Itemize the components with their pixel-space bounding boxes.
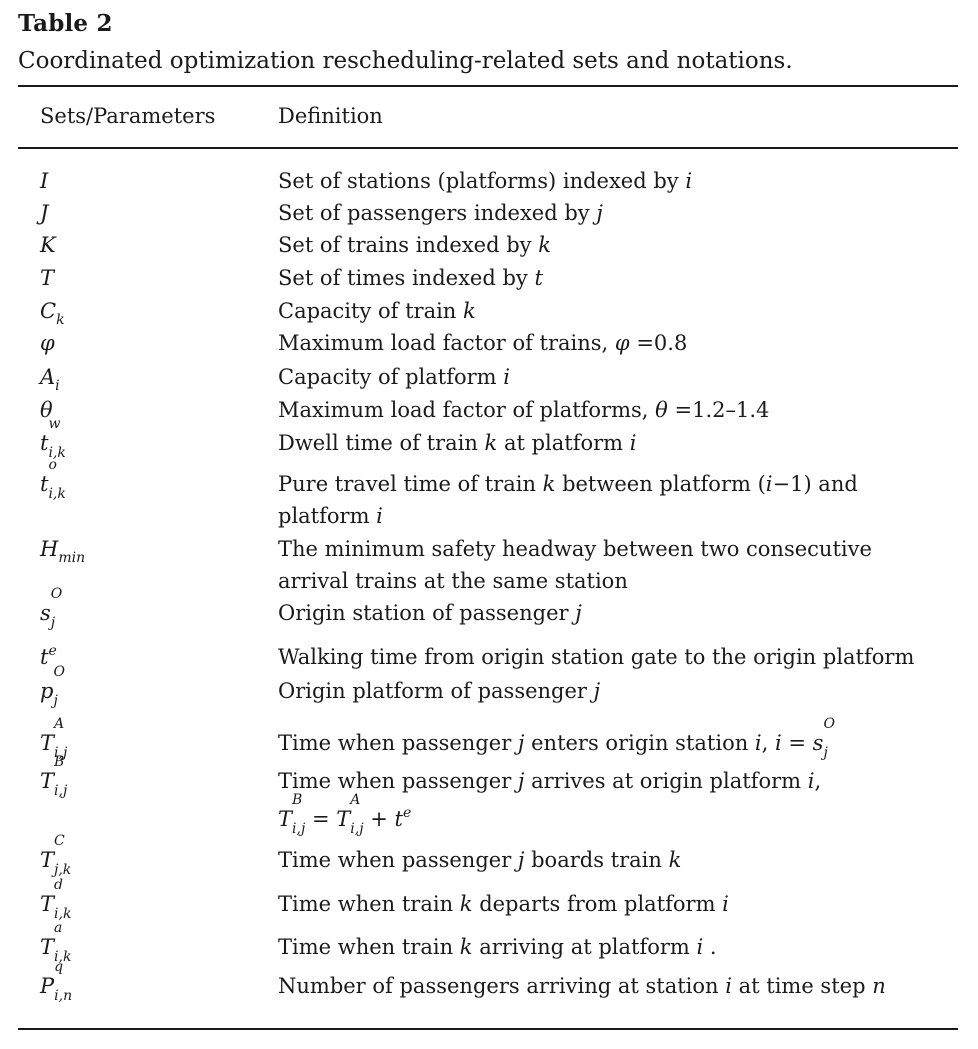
- definition-line: Origin station of passenger j: [278, 601, 582, 625]
- notation-definition: Capacity of train k: [278, 295, 948, 327]
- notation-definition: Dwell time of train k at platform i: [278, 427, 948, 459]
- table-bottom-rule: [18, 1028, 958, 1030]
- notation-definition: Origin platform of passenger j: [278, 675, 948, 707]
- notation-definition: Maximum load factor of trains, φ =0.8: [278, 327, 948, 359]
- notation-symbol: Ck: [40, 299, 65, 328]
- definition-line: arrival trains at the same station: [278, 569, 628, 593]
- notation-symbol: Hmin: [40, 537, 86, 566]
- column-header-sets-parameters: Sets/Parameters: [40, 104, 216, 128]
- notation-definition: Set of passengers indexed by j: [278, 197, 948, 229]
- table-caption-label: Table 2: [18, 10, 113, 37]
- notation-definition: Time when passenger j arrives at origin …: [278, 765, 948, 837]
- definition-line: Dwell time of train k at platform i: [278, 431, 637, 455]
- notation-symbol: J: [40, 201, 49, 225]
- definition-line: Capacity of platform i: [278, 365, 510, 389]
- definition-line: Maximum load factor of trains, φ =0.8: [278, 331, 688, 355]
- definition-line: platform i: [278, 504, 383, 528]
- notation-definition: Set of times indexed by t: [278, 262, 948, 294]
- definition-line: Origin platform of passenger j: [278, 679, 601, 703]
- notation-definition: Number of passengers arriving at station…: [278, 970, 948, 1002]
- definition-line: Set of trains indexed by k: [278, 233, 551, 257]
- notation-definition: The minimum safety headway between two c…: [278, 533, 948, 597]
- definition-line: Capacity of train k: [278, 299, 476, 323]
- notation-symbol: K: [40, 233, 56, 257]
- notation-symbol: I: [40, 169, 49, 193]
- definition-line: Time when passenger j arrives at origin …: [278, 769, 822, 793]
- notation-definition: Set of stations (platforms) indexed by i: [278, 165, 948, 197]
- notation-definition: Pure travel time of train k between plat…: [278, 468, 948, 532]
- column-header-definition: Definition: [278, 104, 383, 128]
- notation-definition: Origin station of passenger j: [278, 597, 948, 629]
- notation-definition: Walking time from origin station gate to…: [278, 641, 948, 673]
- definition-line: Time when passenger j boards train k: [278, 848, 682, 872]
- definition-line: The minimum safety headway between two c…: [278, 537, 872, 561]
- definition-line: Set of times indexed by t: [278, 266, 543, 290]
- table-header-rule: [18, 147, 958, 149]
- notation-definition: Capacity of platform i: [278, 361, 948, 393]
- definition-line: Time when train k arriving at platform i…: [278, 935, 717, 959]
- notation-definition: Time when train k departs from platform …: [278, 888, 948, 920]
- notation-definition: Time when passenger j enters origin stat…: [278, 716, 948, 761]
- definition-line: Pure travel time of train k between plat…: [278, 472, 858, 496]
- table-caption-text: Coordinated optimization rescheduling-re…: [18, 48, 793, 74]
- definition-line: Number of passengers arriving at station…: [278, 974, 886, 998]
- table-top-rule: [18, 85, 958, 87]
- definition-line: Time when train k departs from platform …: [278, 892, 729, 916]
- notation-definition: Set of trains indexed by k: [278, 229, 948, 261]
- definition-line: Maximum load factor of platforms, θ =1.2…: [278, 398, 770, 422]
- definition-line: Set of passengers indexed by j: [278, 201, 603, 225]
- notation-definition: Time when passenger j boards train k: [278, 844, 948, 876]
- notation-symbol: φ: [40, 331, 55, 355]
- notation-definition: Time when train k arriving at platform i…: [278, 931, 948, 963]
- notation-symbol: θ: [40, 398, 53, 422]
- notation-symbol: Ai: [40, 365, 60, 394]
- definition-line: Set of stations (platforms) indexed by i: [278, 169, 693, 193]
- definition-line: Time when passenger j enters origin stat…: [278, 716, 835, 761]
- notation-definition: Maximum load factor of platforms, θ =1.2…: [278, 394, 948, 426]
- notation-symbol: T: [40, 266, 55, 290]
- definition-line: Walking time from origin station gate to…: [278, 645, 915, 669]
- notation-symbol: te: [40, 643, 57, 669]
